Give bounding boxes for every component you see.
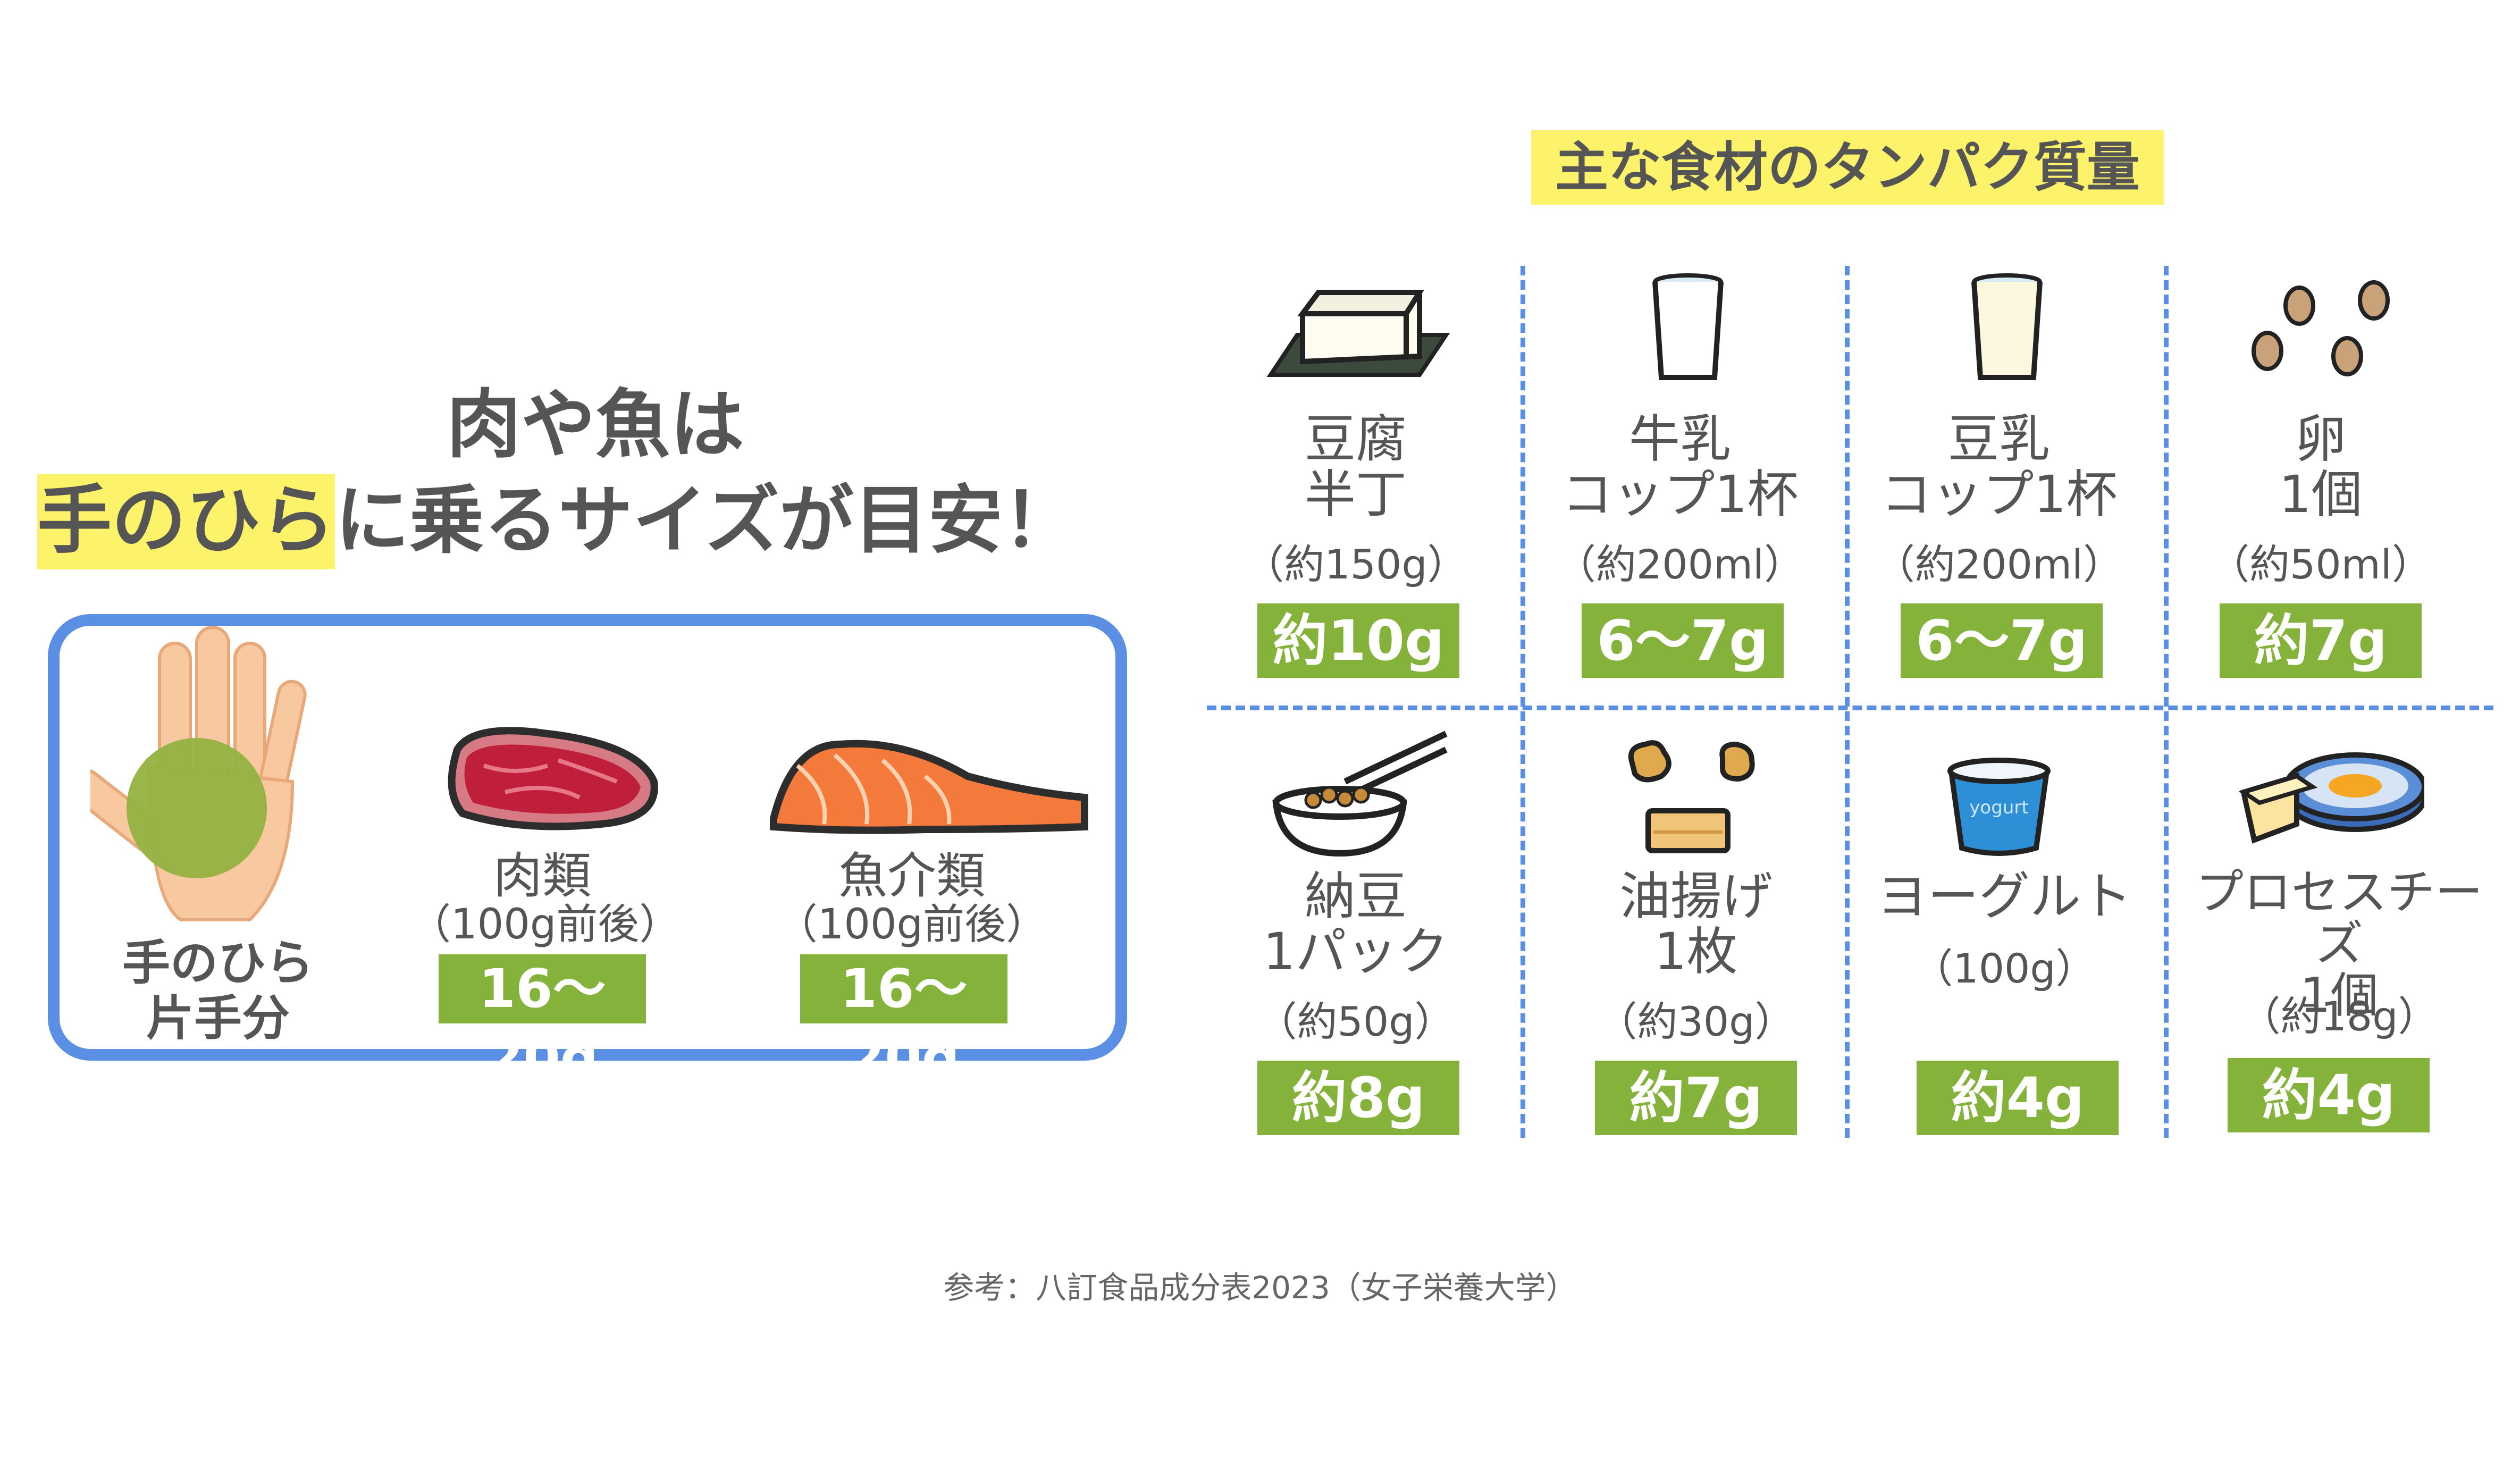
food-cheese-name1: プロセスチーズ: [2196, 864, 2483, 972]
food-tofu-name: 豆腐 半丁: [1207, 412, 1505, 522]
food-natto-name1: 納豆: [1305, 867, 1407, 926]
grid-divider-vertical-3: [2164, 266, 2169, 1138]
headline-line1: 肉や魚は: [446, 382, 744, 468]
food-natto-name2: 1パック: [1263, 921, 1449, 981]
food-aburaage-name1: 油揚げ: [1619, 867, 1773, 926]
hand-icon: [90, 626, 307, 921]
tofu-icon: [1266, 290, 1450, 377]
fish-amount: （100g前後）: [776, 900, 1048, 948]
food-natto-protein: 約8g: [1257, 1061, 1459, 1135]
food-aburaage-protein: 約7g: [1595, 1061, 1797, 1135]
natto-icon: [1272, 731, 1448, 857]
food-soymilk-name: 豆乳 コップ1杯: [1850, 412, 2148, 522]
palm-size-panel: [48, 614, 1127, 1061]
food-soymilk-name1: 豆乳: [1948, 409, 2050, 469]
eggs-icon: [2252, 280, 2390, 376]
fish-label: 魚介類 （100g前後）: [771, 847, 1053, 948]
food-tofu-amount: （約150g）: [1244, 541, 1468, 588]
yogurt-icon-text: yogurt: [1969, 797, 2028, 818]
grid-divider-vertical-2: [1845, 266, 1850, 1138]
salmon-icon: [770, 740, 1088, 834]
food-aburaage-amount: （約30g）: [1597, 998, 1795, 1045]
meat-amount: （100g前後）: [409, 900, 681, 948]
food-milk-name1: 牛乳: [1629, 409, 1731, 469]
meat-protein-badge: 16〜20g: [439, 954, 646, 1089]
food-egg-name2: 1個: [2279, 464, 2363, 524]
meat-icon: [448, 727, 658, 830]
food-milk-name: 牛乳 コップ1杯: [1531, 412, 1829, 522]
food-aburaage-name: 油揚げ 1枚: [1547, 869, 1845, 979]
food-cheese-amount: （約18g）: [2240, 993, 2439, 1040]
hand-label-line2: 片手分: [146, 990, 290, 1046]
headline-highlight: 手のひら: [37, 474, 335, 569]
fried-tofu-icon: [1628, 740, 1755, 853]
food-yogurt-name1: ヨーグルト: [1877, 867, 2132, 926]
food-tofu-name2: 半丁: [1305, 464, 1407, 524]
food-yogurt-amount: （100g）: [1912, 945, 2096, 992]
hand-label-line1: 手のひら: [122, 935, 314, 991]
food-cheese-protein: 約4g: [2228, 1058, 2430, 1132]
food-tofu-protein: 約10g: [1257, 603, 1459, 678]
food-yogurt-name: ヨーグルト: [1855, 869, 2153, 925]
headline-rest: に乗るサイズが目安！: [335, 477, 1077, 564]
fish-name: 魚介類: [838, 847, 985, 904]
food-milk-name2: コップ1杯: [1561, 464, 1799, 524]
grid-divider-horizontal: [1207, 706, 2493, 710]
fish-protein-badge: 16〜20g: [800, 954, 1007, 1089]
food-egg-protein: 約7g: [2220, 603, 2422, 678]
food-egg-amount: （約50ml）: [2209, 541, 2432, 588]
food-milk-protein: 6〜7g: [1582, 603, 1784, 678]
food-yogurt-protein: 約4g: [1917, 1061, 2119, 1135]
food-egg-name: 卵 1個: [2172, 412, 2469, 522]
milk-glass-icon: [1652, 273, 1724, 380]
food-tofu-name1: 豆腐: [1305, 409, 1407, 469]
foods-title: 主な食材のタンパク質量: [1531, 130, 2164, 205]
hand-label: 手のひら 片手分: [106, 936, 330, 1046]
food-natto-name: 納豆 1パック: [1207, 869, 1505, 979]
food-cheese-name2: 1個: [2300, 968, 2379, 1024]
grid-divider-vertical-1: [1521, 266, 1525, 1138]
food-soymilk-name2: コップ1杯: [1880, 464, 2118, 524]
food-milk-amount: （約200ml）: [1555, 541, 1805, 588]
cheese-icon: [2238, 752, 2424, 844]
meat-label: 肉類 （100g前後）: [409, 847, 681, 948]
food-aburaage-name2: 1枚: [1654, 921, 1738, 981]
yogurt-icon: yogurt: [1947, 758, 2051, 856]
food-egg-name1: 卵: [2295, 409, 2346, 469]
meat-name: 肉類: [493, 847, 591, 904]
food-soymilk-amount: （約200ml）: [1874, 541, 2124, 588]
source-note: 参考：八訂食品成分表2023（女子栄養大学）: [943, 1270, 1577, 1306]
headline-line2: 手のひらに乗るサイズが目安！: [37, 474, 1077, 569]
soy-milk-glass-icon: [1971, 273, 2043, 380]
food-soymilk-protein: 6〜7g: [1901, 603, 2103, 678]
food-natto-amount: （約50g）: [1256, 998, 1455, 1045]
food-cheese-name: プロセスチーズ 1個: [2174, 867, 2504, 1022]
